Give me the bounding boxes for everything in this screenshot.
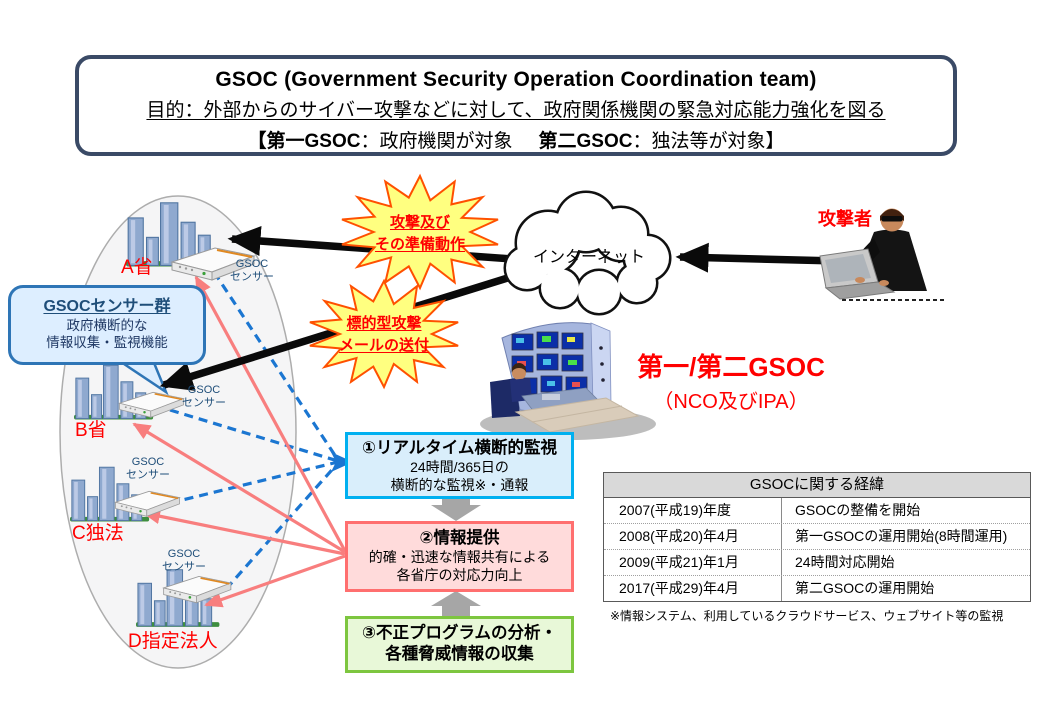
sensor-label-b: GSOC センサー	[178, 384, 230, 410]
sensor-label-d: GSOC センサー	[158, 548, 210, 574]
process-box2-line1: 的確・迅速な情報共有による	[368, 549, 551, 566]
history-event: 第二GSOCの運用開始	[795, 580, 935, 596]
process-box-malware-analysis: ③不正プログラムの分析・ 各種脅威情報の収集	[345, 616, 574, 673]
scope-second-target: ：独法等が対象】	[632, 131, 785, 152]
scope-second-gsoc: 第二GSOC	[538, 131, 633, 152]
monitoring-arrowhead	[331, 452, 353, 472]
org-label-d: D指定法人	[128, 631, 218, 652]
history-date: 2008(平成20)年4月	[604, 524, 782, 549]
title-box: GSOC (Government Security Operation Coor…	[75, 55, 957, 156]
internet-cloud	[503, 190, 672, 316]
internet-label: インターネット	[532, 249, 645, 266]
history-date: 2007(平成19)年度	[604, 498, 782, 523]
process-box1-line2: 横断的な監視※・通報	[390, 476, 529, 493]
title-scope: 【第一GSOC：政府機関が対象 第二GSOC：独法等が対象】	[79, 126, 953, 153]
process-box-realtime-monitoring: ①リアルタイム横断的監視 24時間/365日の 横断的な監視※・通報	[345, 432, 574, 499]
monitoring-dashed-lines	[169, 271, 340, 591]
gsoc-team-label: 第一/第二GSOC （NCO及びIPA）	[616, 347, 846, 414]
sensor-label-b-line1: GSOC	[187, 384, 221, 396]
scope-first-gsoc: 【第一GSOC	[247, 131, 361, 152]
gsoc-team-title: 第一/第二GSOC	[637, 352, 825, 382]
process-box1-line1: 24時間/365日の	[410, 459, 509, 476]
gsoc-operations-center-illustration	[480, 322, 656, 440]
history-date: 2017(平成29)年4月	[604, 576, 782, 601]
history-event: 第一GSOCの運用開始(8時間運用)	[795, 528, 1008, 544]
title-english: GSOC (Government Security Operation Coor…	[215, 68, 817, 91]
sensor-label-b-line2: センサー	[182, 397, 226, 410]
burst1-line2: その準備動作	[374, 235, 465, 253]
attack-burst-2-shape	[309, 278, 459, 390]
attack-burst-1-text: 攻撃及び その準備動作	[345, 212, 495, 256]
flow-arrow-down	[431, 497, 481, 521]
sensor-label-d-line1: GSOC	[167, 548, 201, 560]
callout-line2: 情報収集・監視機能	[46, 334, 168, 350]
burst1-line1: 攻撃及び	[389, 214, 450, 231]
process-box3-line2: 各種脅威情報の収集	[385, 645, 534, 664]
callout-title: GSOCセンサー群	[43, 298, 171, 315]
attack-burst-2-text: 標的型攻撃 メールの送付	[309, 313, 459, 357]
history-table-title: GSOCに関する経緯	[604, 473, 1030, 498]
info-provision-arrows	[132, 275, 347, 608]
sensor-label-a-line2: センサー	[230, 271, 274, 284]
attacker-label: 攻撃者	[818, 209, 872, 229]
burst2-line2: メールの送付	[338, 336, 429, 354]
process-box2-line2: 各省庁の対応力向上	[396, 566, 523, 583]
sensor-label-c-line2: センサー	[126, 469, 170, 482]
gsoc-team-subtitle: （NCO及びIPA）	[653, 391, 809, 413]
sensor-label-c: GSOC センサー	[122, 456, 174, 482]
history-row-2017: 2017(平成29)年4月 第二GSOCの運用開始	[604, 575, 1030, 601]
process-box2-title: ②情報提供	[419, 529, 500, 547]
monitoring-footnote: ※情報システム、利用しているクラウドサービス、ウェブサイト等の監視	[610, 609, 1004, 623]
callout-body: 政府横断的な 情報収集・監視機能	[11, 318, 203, 352]
history-event: GSOCの整備を開始	[795, 502, 921, 518]
org-label-a: A省	[121, 257, 153, 278]
attack-burst-1-shape	[341, 173, 499, 291]
history-row-2007: 2007(平成19)年度 GSOCの整備を開始	[604, 498, 1030, 523]
history-row-2009: 2009(平成21)年1月 24時間対応開始	[604, 549, 1030, 575]
flow-arrow-up	[431, 591, 481, 618]
process-box1-title: ①リアルタイム横断的監視	[362, 439, 557, 457]
sensor-label-a-line1: GSOC	[235, 258, 269, 270]
history-row-2008: 2008(平成20)年4月 第一GSOCの運用開始(8時間運用)	[604, 523, 1030, 549]
callout-line1: 政府横断的な	[66, 318, 148, 333]
title-purpose: 目的：外部からのサイバー攻撃などに対して、政府関係機関の緊急対応能力強化を図る	[146, 100, 886, 121]
attacker-illustration	[819, 208, 944, 301]
burst2-line1: 標的型攻撃	[346, 315, 422, 332]
history-event: 24時間対応開始	[795, 554, 895, 570]
history-date: 2009(平成21)年1月	[604, 550, 782, 575]
process-box3-line1: ③不正プログラムの分析・	[362, 624, 557, 642]
sensor-label-c-line1: GSOC	[131, 456, 165, 468]
org-label-b: B省	[75, 420, 107, 441]
gsoc-history-table: GSOCに関する経緯 2007(平成19)年度 GSOCの整備を開始 2008(…	[603, 472, 1031, 602]
sensor-group-callout: GSOCセンサー群 政府横断的な 情報収集・監視機能	[8, 285, 206, 365]
sensor-label-a: GSOC センサー	[226, 258, 278, 284]
sensor-label-d-line2: センサー	[162, 561, 206, 574]
scope-first-target: ：政府機関が対象	[360, 131, 513, 152]
process-box-info-provision: ②情報提供 的確・迅速な情報共有による 各省庁の対応力向上	[345, 521, 574, 592]
org-label-c: C独法	[72, 523, 124, 544]
attacker-to-internet-arrow	[675, 242, 839, 273]
